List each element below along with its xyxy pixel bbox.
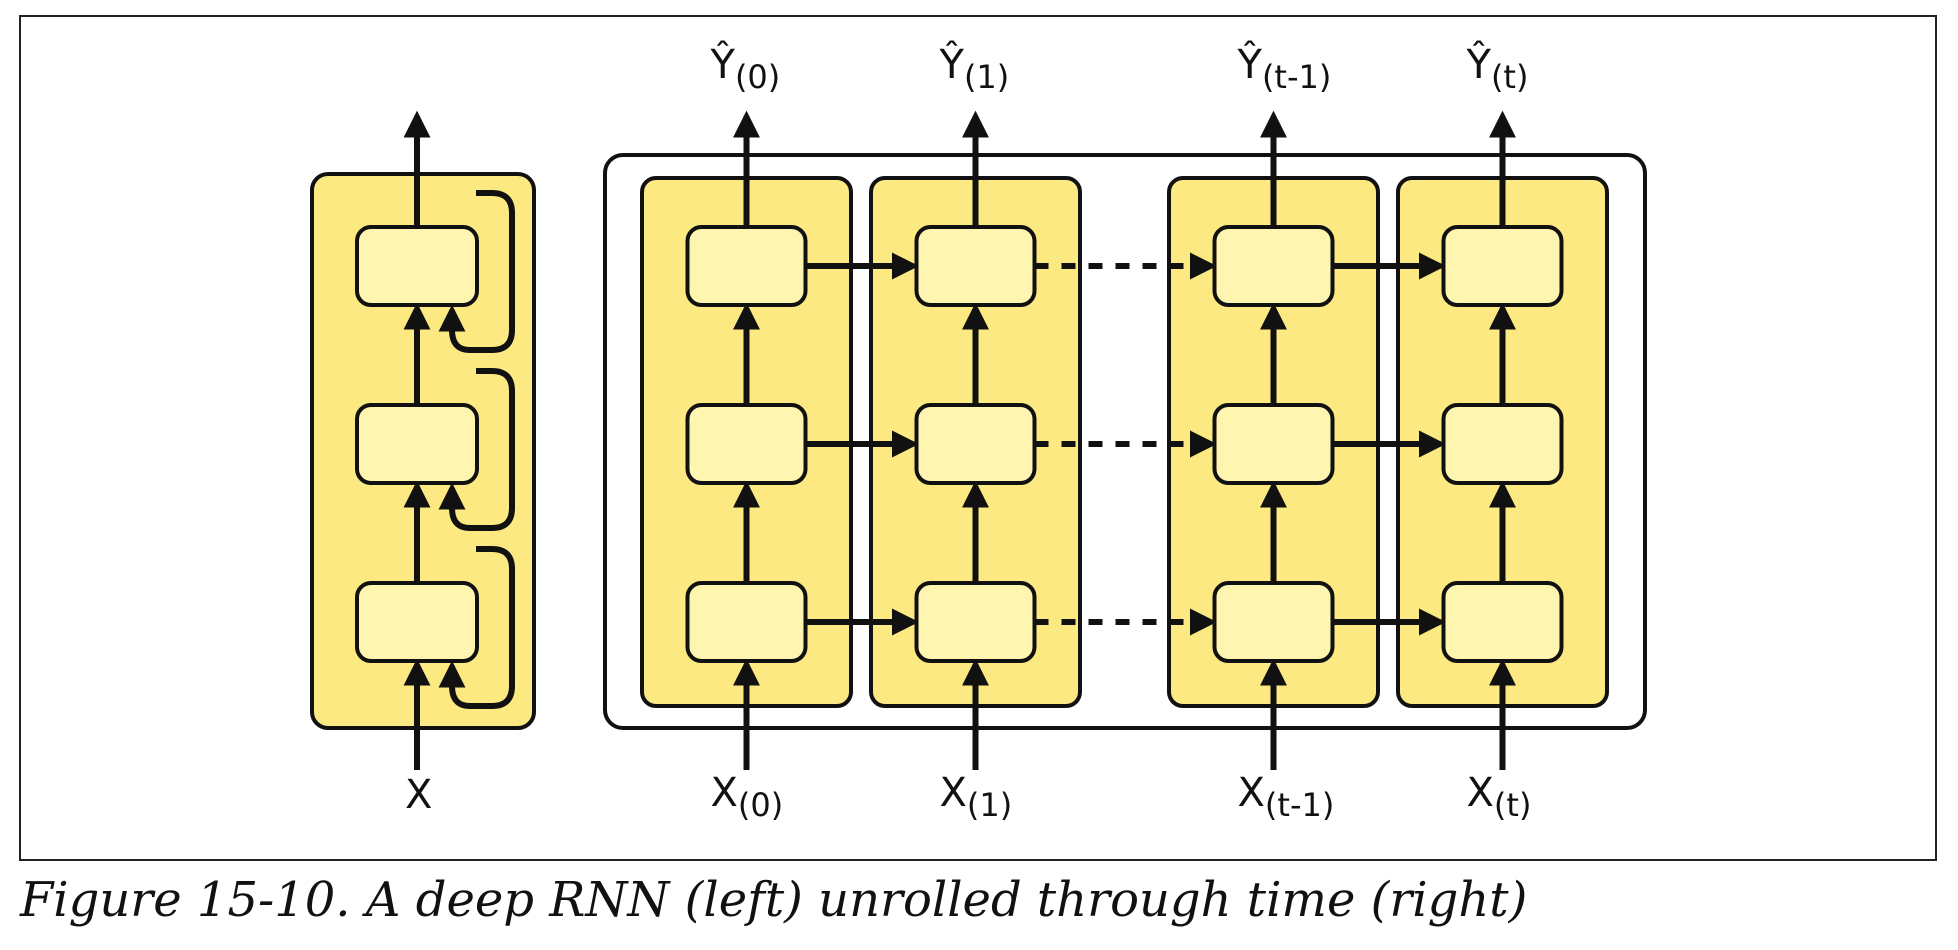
time-step-labels: Ŷ(0) X(0) Ŷ(1) X(1) Ŷ(t-1) X(t-1) Ŷ(t) X(t) (710, 39, 1532, 824)
unrolled-cells (685, 225, 1564, 663)
cell-t2-layer3 (1212, 225, 1335, 307)
input-label-3: X(t) (1467, 770, 1532, 824)
cell-t3-layer2 (1441, 403, 1564, 485)
output-label-1: Ŷ(1) (939, 39, 1010, 96)
left-cell-3 (355, 225, 479, 307)
unrolled-rnn: Ŷ(0) X(0) Ŷ(1) X(1) Ŷ(t-1) X(t-1) Ŷ(t) X(t) (603, 39, 1647, 824)
output-label-0: Ŷ(0) (710, 39, 781, 96)
cell-t0-layer2 (685, 403, 808, 485)
cell-t0-layer3 (685, 225, 808, 307)
cell-t3-layer3 (1441, 225, 1564, 307)
hidden-state-arrows (733, 110, 1516, 770)
output-label-3: Ŷ(t) (1466, 39, 1529, 96)
deep-rnn-folded: X (310, 110, 536, 818)
cell-t3-layer1 (1441, 581, 1564, 663)
deep-rnn-diagram: X Ŷ(0) X(0) Ŷ(1) X(1) Ŷ(t-1) X(t-1) Ŷ(t) X(t) (19, 15, 1937, 861)
figure-caption: Figure 15-10. A deep RNN (left) unrolled… (20, 872, 1528, 928)
cell-t1-layer3 (914, 225, 1037, 307)
input-label-0: X(0) (711, 770, 784, 824)
left-recurrent-loop-1 (438, 546, 515, 709)
left-input-label: X (405, 772, 432, 818)
figure-frame (19, 15, 1937, 861)
left-cell-2 (355, 403, 479, 485)
cell-t2-layer1 (1212, 581, 1335, 663)
cell-t1-layer2 (914, 403, 1037, 485)
input-label-2: X(t-1) (1238, 770, 1335, 824)
cell-t2-layer2 (1212, 403, 1335, 485)
left-recurrent-loop-3 (438, 190, 515, 353)
cell-t0-layer1 (685, 581, 808, 663)
output-label-2: Ŷ(t-1) (1237, 39, 1332, 96)
left-cell-1 (355, 581, 479, 663)
left-recurrent-loop-2 (438, 368, 515, 531)
cell-t1-layer1 (914, 581, 1037, 663)
input-label-1: X(1) (940, 770, 1013, 824)
